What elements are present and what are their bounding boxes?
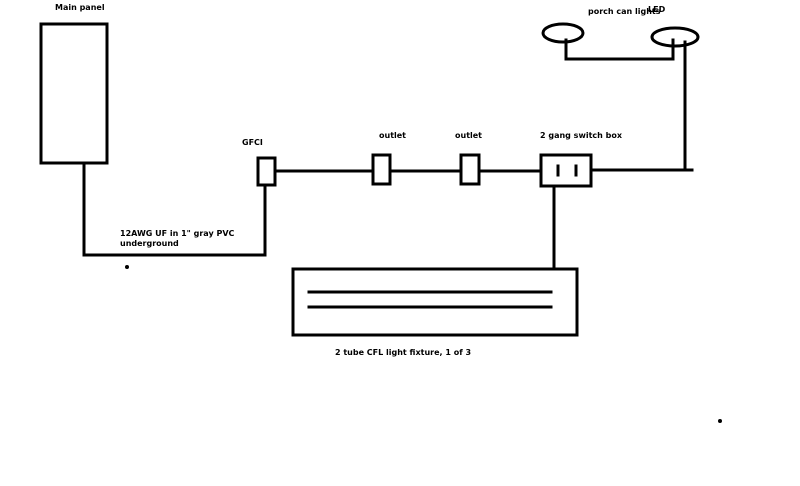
outlet-2-label: outlet [455,131,483,140]
main-panel-box [39,22,109,165]
outlet-1-box [371,153,392,186]
switch-box-label: 2 gang switch box [540,131,623,140]
porch-can-light-led [650,26,700,48]
gfci-box [256,156,277,187]
porch-can-light-1 [541,22,585,44]
main-panel-label: Main panel [55,3,105,12]
led-label: LED [648,5,666,14]
switch-box [539,153,593,188]
underground-wire [82,161,267,257]
gfci-label: GFCI [242,138,263,147]
wire-label-line1: 12AWG UF in 1" gray PVC [120,229,235,238]
cfl-fixture-box [291,267,579,337]
fixture-label: 2 tube CFL light fixture, 1 of 3 [335,348,472,357]
stray-dot-1 [125,265,129,269]
wire-label-line2: underground [120,239,179,248]
outlet-1-label: outlet [379,131,407,140]
stray-dot-2 [718,419,722,423]
porch-lights-label: porch can lights [588,7,661,16]
porch-link-wire [564,38,675,61]
outlet-2-box [459,153,481,186]
